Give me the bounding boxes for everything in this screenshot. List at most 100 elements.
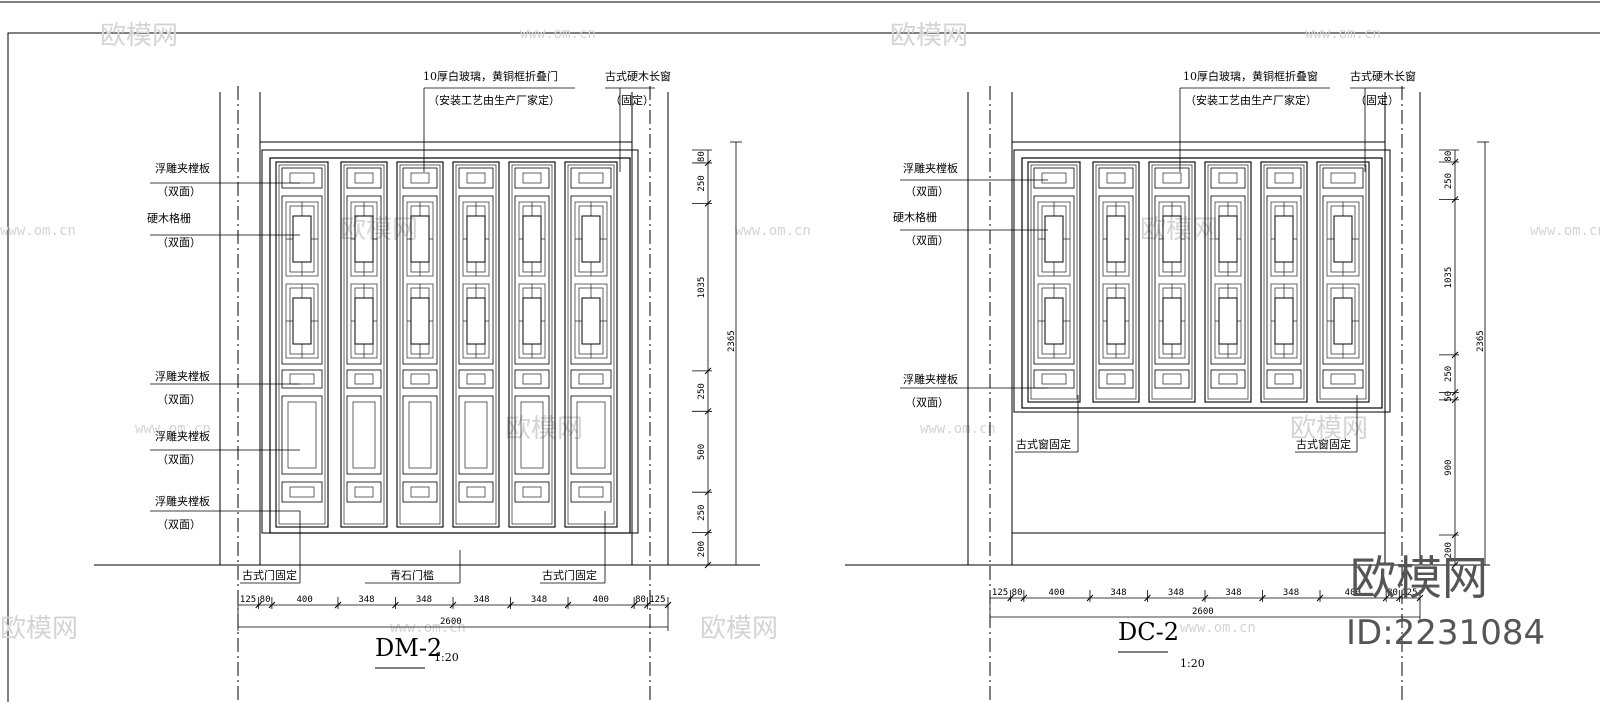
leaf-frame xyxy=(1027,161,1081,403)
callout-lattice: 硬木格栅 xyxy=(147,211,191,225)
watermark-url: www.om.cn xyxy=(1305,26,1381,42)
dim-label: 80 xyxy=(260,595,271,605)
mid-panel xyxy=(1154,369,1190,389)
leaf-inner-frame xyxy=(1095,164,1137,400)
watermark-url: www.om.cn xyxy=(735,223,811,239)
dim-label: 125 xyxy=(649,595,665,605)
dim-slash xyxy=(1007,594,1015,602)
mid-panel-inset xyxy=(1274,373,1294,385)
watermark-brand: 欧模网 xyxy=(700,614,778,644)
top-panel xyxy=(1266,167,1302,189)
lattice-frame xyxy=(281,195,323,365)
callout-stone-sill: 青石门槛 xyxy=(390,568,434,582)
top-panel-inset xyxy=(289,172,315,184)
dim-label: 348 xyxy=(416,595,432,605)
glass-pane xyxy=(410,297,430,345)
view-scale: 1:20 xyxy=(1180,657,1205,670)
dim-slash xyxy=(334,601,342,609)
window-leaves xyxy=(1027,161,1370,403)
dim-label: 348 xyxy=(531,595,547,605)
top-panel-inset xyxy=(578,172,604,184)
glass-pane xyxy=(522,297,542,345)
dim-height: 2365 xyxy=(1476,330,1486,352)
dim-label: 200 xyxy=(1444,542,1454,558)
dim-slash xyxy=(449,601,457,609)
window-frame-outer xyxy=(1013,149,1391,413)
top-panel xyxy=(281,167,323,189)
glass-pane xyxy=(1106,215,1126,263)
dim-label: 80 xyxy=(1012,588,1023,598)
leaf-inner-frame xyxy=(278,164,326,525)
leaf-frame xyxy=(1092,161,1140,403)
leaf-frame xyxy=(452,161,500,528)
mid-panel xyxy=(1266,369,1302,389)
dim-label: 250 xyxy=(697,505,707,521)
glass-pane xyxy=(466,215,486,263)
callout-fixed: （固定） xyxy=(610,93,654,107)
lower-panel-inset xyxy=(520,401,544,469)
bottom-panel-inset xyxy=(522,486,542,498)
leaf-inner-frame xyxy=(567,164,615,525)
callout-glass-window: 10厚白玻璃，黄铜框折叠窗 xyxy=(1183,69,1318,83)
mid-panel-inset xyxy=(1041,373,1067,385)
dim-label: 125 xyxy=(240,595,256,605)
lattice-frame xyxy=(402,195,438,365)
dim-slash xyxy=(255,601,263,609)
dim-total: 2600 xyxy=(1192,607,1214,617)
lower-panel xyxy=(346,395,382,475)
glass-pane xyxy=(581,297,601,345)
watermark-brand: 欧模网 xyxy=(0,614,78,644)
leaf-frame xyxy=(396,161,444,528)
leaf-inner-frame xyxy=(399,164,441,525)
watermark-url: www.om.cn xyxy=(920,421,996,437)
watermark-brand: 欧模网 xyxy=(100,21,178,51)
dim-slash xyxy=(1451,196,1459,203)
lattice-frame xyxy=(1154,195,1190,365)
dim-label: 348 xyxy=(1283,588,1299,598)
dim-slash xyxy=(1201,594,1209,602)
leaf-inner-frame xyxy=(1207,164,1249,400)
bottom-panel xyxy=(346,481,382,503)
lower-panel xyxy=(402,395,438,475)
watermark-url: www.om.cn xyxy=(0,223,76,239)
leaf-inner-frame xyxy=(1319,164,1367,400)
mid-panel-inset xyxy=(354,373,374,385)
callout-install-note: （安装工艺由生产厂家定） xyxy=(428,93,560,107)
mid-panel xyxy=(346,369,382,389)
dim-slash xyxy=(704,159,712,167)
lower-panel xyxy=(458,395,494,475)
dim-label: 125 xyxy=(992,588,1008,598)
watermark-url: www.om.cn xyxy=(135,421,211,437)
mid-panel-inset xyxy=(1106,373,1126,385)
callout-door-fixed: 古式门固定 xyxy=(242,568,297,582)
leaf-frame xyxy=(340,161,388,528)
dim-label: 125 xyxy=(1401,588,1417,598)
dim-slash xyxy=(1144,594,1151,602)
callout-door-fixed: 古式门固定 xyxy=(542,568,597,582)
callout-relief-panel: 浮雕夹樘板 xyxy=(155,494,210,508)
callout-double-sided: （双面） xyxy=(157,236,201,249)
dim-label: 1035 xyxy=(1444,267,1454,289)
callout-double-sided: （双面） xyxy=(905,185,949,198)
callout-window-fixed: 古式窗固定 xyxy=(1016,437,1071,451)
top-panel xyxy=(1033,167,1075,189)
dim-label: 900 xyxy=(1444,460,1454,476)
view-title: DM-2 xyxy=(375,634,442,662)
lower-panel-inset xyxy=(464,401,488,469)
dim-slash xyxy=(1382,594,1390,602)
leaf-frame xyxy=(275,161,329,528)
glass-pane xyxy=(292,297,312,345)
dim-total: 2600 xyxy=(440,617,462,627)
mid-panel-inset xyxy=(1162,373,1182,385)
dim-label: 348 xyxy=(358,595,374,605)
lattice-frame xyxy=(458,195,494,365)
watermark-url: www.om.cn xyxy=(520,26,596,42)
bottom-panel-inset xyxy=(354,486,374,498)
callout-window-fixed: 古式窗固定 xyxy=(1296,437,1351,451)
dim-label: 348 xyxy=(473,595,489,605)
top-panel-inset xyxy=(354,172,374,184)
